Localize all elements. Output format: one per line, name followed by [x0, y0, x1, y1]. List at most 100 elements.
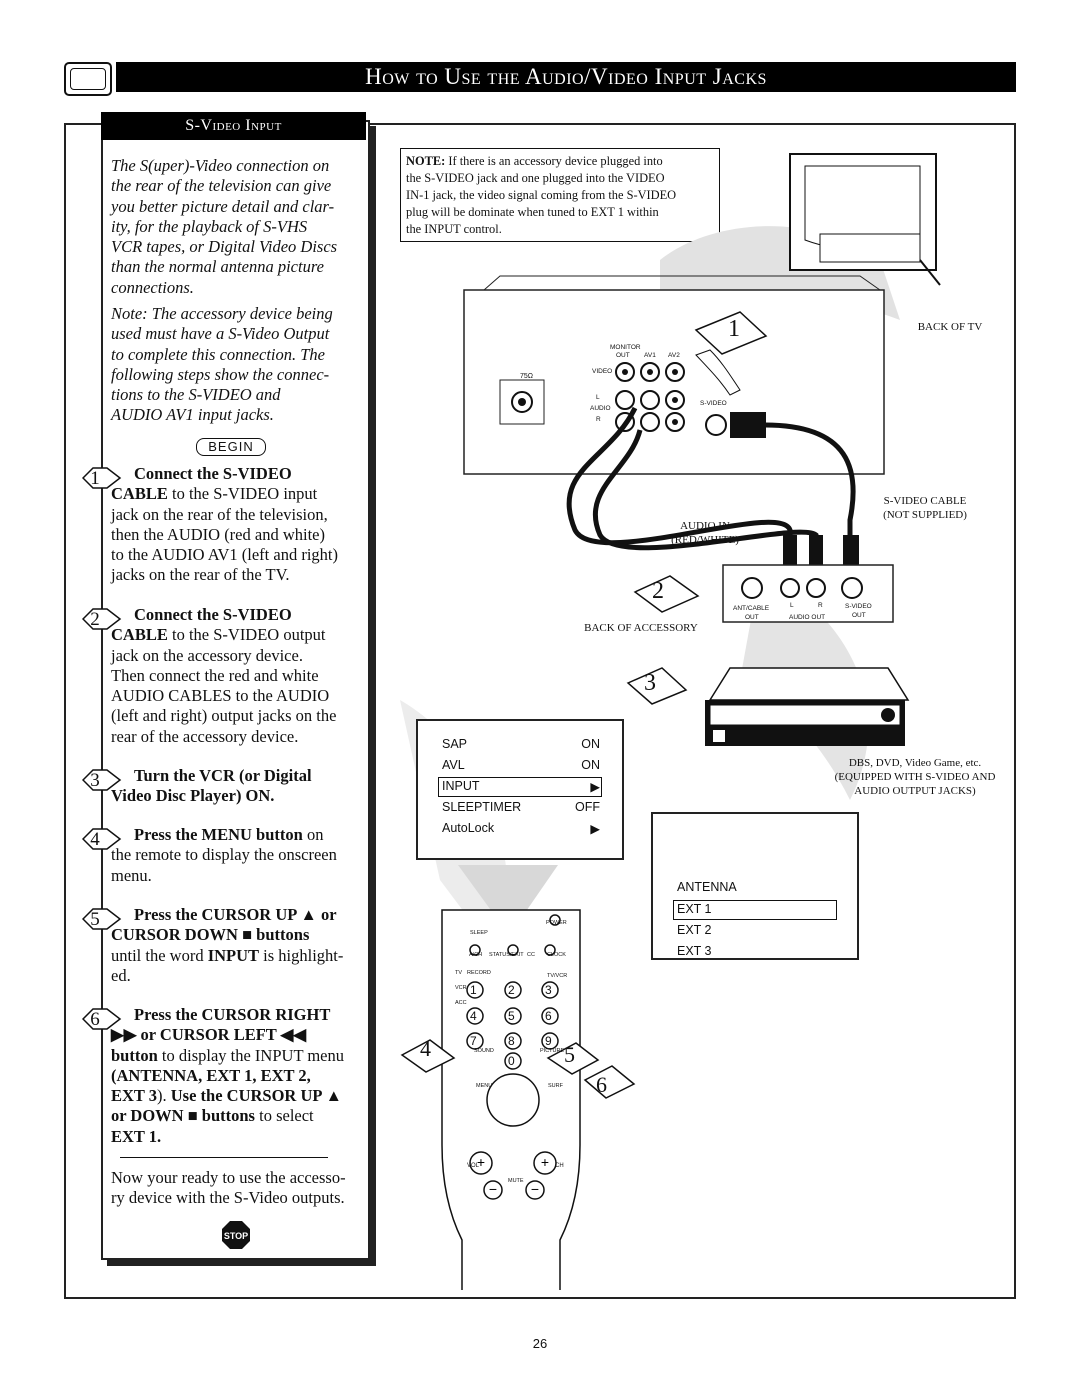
step-6-badge: 6	[82, 1007, 122, 1031]
input-option-antenna[interactable]: ANTENNA	[677, 880, 737, 894]
outro-text: Now your ready to use the accesso-ry dev…	[111, 1168, 346, 1208]
key-6[interactable]: 6	[545, 1009, 552, 1023]
acc-svideo-out-label: OUT	[852, 612, 866, 619]
menu-row-autolock[interactable]: AutoLock▶	[442, 821, 600, 836]
page-title: How to Use the Audio/Video Input Jacks	[116, 62, 1016, 92]
callout-2: 2	[652, 578, 664, 604]
ant-out-label: OUT	[745, 614, 759, 621]
remote-acc-label: ACC	[455, 1000, 467, 1006]
key-9[interactable]: 9	[545, 1034, 552, 1048]
remote-clock-label: CLOCK	[547, 952, 566, 958]
step-4-heading: Press the MENU button on	[134, 825, 324, 844]
svideo-in-label: S-VIDEO	[700, 400, 727, 407]
step-4-badge: 4	[82, 827, 122, 851]
surf-button[interactable]: SURF	[548, 1083, 563, 1089]
monitor-label: MONITOR	[610, 344, 641, 351]
video-label: VIDEO	[592, 368, 613, 375]
key-3[interactable]: 3	[545, 983, 552, 997]
key-4[interactable]: 4	[470, 1009, 477, 1023]
ohm-label: 75Ω	[520, 373, 534, 380]
remote-power-label: POWER	[546, 920, 567, 926]
callout-3: 3	[644, 670, 656, 696]
callout-4: 4	[420, 1036, 431, 1061]
menu-button[interactable]: MENU	[476, 1083, 493, 1089]
step-2-badge: 2	[82, 607, 122, 631]
key-7[interactable]: 7	[470, 1034, 477, 1048]
begin-badge: BEGIN	[196, 438, 266, 456]
acc-r-label: R	[818, 602, 823, 609]
svg-text:−: −	[489, 1181, 497, 1197]
svg-text:−: −	[531, 1181, 539, 1197]
vol-label: VOL	[467, 1163, 480, 1169]
stop-sign-icon: STOP	[222, 1221, 250, 1249]
page-number: 26	[532, 1336, 548, 1351]
remote-sleep-label: SLEEP	[470, 930, 488, 936]
divider	[120, 1157, 328, 1158]
av1-label: AV1	[644, 352, 656, 359]
svideo-cable-label: S-VIDEO CABLE(NOT SUPPLIED)	[883, 495, 967, 521]
callout-6: 6	[596, 1072, 607, 1097]
out-label: OUT	[616, 352, 630, 359]
input-menu: ANTENNA EXT 1 EXT 2 EXT 3	[651, 812, 859, 960]
step-3-text: Video Disc Player) ON.	[111, 786, 275, 806]
content-frame	[64, 123, 1016, 1299]
instruction-panel	[101, 120, 370, 1260]
step-3-badge: 3	[82, 768, 122, 792]
remote-ach-label: A/CH	[469, 952, 483, 958]
ant-cable-label: ANT/CABLE	[733, 605, 770, 612]
acc-l-label: L	[790, 602, 794, 609]
panel-title: S-Video Input	[101, 112, 366, 140]
callout-5: 5	[564, 1042, 575, 1067]
l-label: L	[596, 394, 600, 401]
key-8[interactable]: 8	[508, 1034, 515, 1048]
remote-status-label: STATUS/EXIT	[489, 952, 524, 958]
step-5-badge: 5	[82, 907, 122, 931]
input-option-ext-1[interactable]: EXT 1	[653, 900, 857, 920]
remote-record-label: RECORD	[467, 970, 491, 976]
step-1-heading: Connect the S-VIDEO	[134, 464, 292, 483]
callout-1: 1	[728, 316, 740, 342]
key-0[interactable]: 0	[508, 1054, 515, 1068]
key-2[interactable]: 2	[508, 983, 515, 997]
mute-button[interactable]: MUTE	[508, 1178, 524, 1184]
remote-tvvcr-label: TV/VCR	[547, 973, 568, 979]
audio-label: AUDIO	[590, 405, 611, 412]
step-3-heading: Turn the VCR (or Digital	[134, 766, 312, 785]
step-6-heading: Press the CURSOR RIGHT	[134, 1005, 331, 1024]
connection-diagram: + + − −	[400, 153, 941, 1290]
input-option-ext-3[interactable]: EXT 3	[677, 944, 712, 958]
step-1-badge: 1	[82, 466, 122, 490]
ch-label: CH	[555, 1163, 564, 1169]
note-box: NOTE: If there is an accessory device pl…	[400, 148, 720, 242]
remote-cc-label: CC	[527, 952, 535, 958]
remote-sound-label: SOUND	[474, 1048, 494, 1054]
audio-in-label: AUDIO IN(RED/WHITE)	[671, 520, 739, 546]
key-5[interactable]: 5	[508, 1009, 515, 1023]
remote-vcr-label: VCR	[455, 985, 467, 991]
audio-out-label: AUDIO OUT	[789, 614, 826, 621]
remote-tv-label: TV	[455, 970, 463, 976]
key-1[interactable]: 1	[470, 983, 477, 997]
back-of-accessory-label: BACK OF ACCESSORY	[584, 622, 698, 634]
menu-row-input[interactable]: INPUT▶	[418, 777, 622, 797]
svg-text:STOP: STOP	[224, 1231, 248, 1241]
back-of-tv-label: BACK OF TV	[917, 321, 983, 333]
step-5-heading: Press the CURSOR UP ▲ or	[134, 905, 337, 924]
acc-svideo-label: S-VIDEO	[845, 603, 872, 610]
remote-picture-label: PICTURE	[540, 1048, 565, 1054]
tv-icon	[64, 62, 112, 96]
step-2-heading: Connect the S-VIDEO	[134, 605, 292, 624]
accessory-description: DBS, DVD, Video Game, etc.(EQUIPPED WITH…	[834, 757, 996, 797]
svg-text:+: +	[477, 1154, 485, 1170]
svg-text:+: +	[541, 1154, 549, 1170]
input-option-ext-2[interactable]: EXT 2	[677, 923, 712, 937]
